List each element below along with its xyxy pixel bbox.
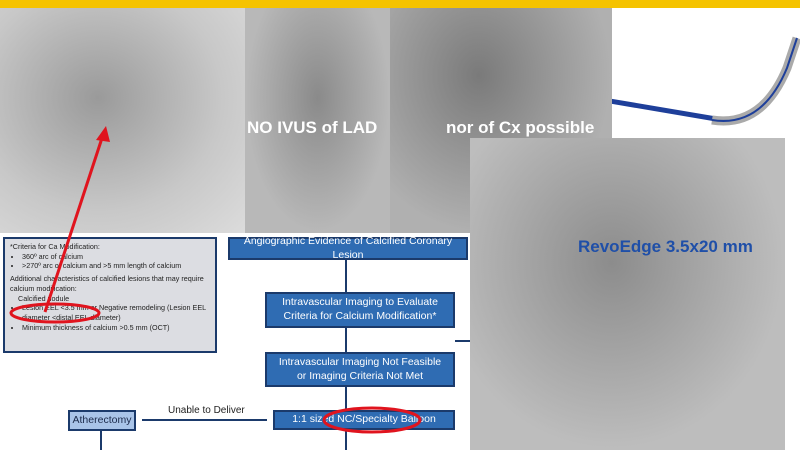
red-arrowhead [96, 126, 110, 142]
additional-item: Lesion EEL <3.5 mm or Negative remodelin… [22, 303, 210, 322]
angiogram-1 [0, 8, 245, 233]
flow-arrow [345, 430, 347, 450]
overlay-no-ivus-cx: nor of Cx possible [446, 118, 595, 137]
red-arrow [43, 134, 105, 313]
top-accent-bar [0, 0, 800, 8]
unable-to-deliver-label: Unable to Deliver [168, 405, 245, 416]
highlight-calcified-nodule [9, 302, 101, 324]
balloon-device-image [591, 8, 800, 138]
angiogram-2 [245, 8, 390, 233]
overlay-no-ivus-lad: NO IVUS of LAD [247, 118, 378, 137]
flow-arrow [345, 328, 347, 352]
flow-box-not-feasible: Intravascular Imaging Not Feasible or Im… [265, 352, 455, 387]
flow-arrow [100, 431, 102, 450]
flow-box-angiographic: Angiographic Evidence of Calcified Coron… [228, 235, 468, 261]
angiogram-revoedge [470, 138, 785, 450]
additional-title: Additional characteristics of calcified … [10, 274, 204, 293]
flow-box-atherectomy: Atherectomy [68, 410, 136, 431]
criteria-box: *Criteria for Ca Modification: 360º arc … [3, 237, 217, 353]
flow-line [455, 340, 470, 342]
flow-arrow-unable [142, 419, 267, 421]
additional-item: Calcified nodule [18, 293, 70, 303]
criteria-title: *Criteria for Ca Modification: [10, 242, 100, 251]
flow-box-imaging: Intravascular Imaging to Evaluate Criter… [265, 292, 455, 328]
criteria-item: >270º arc of calcium and >5 mm length of… [22, 261, 210, 271]
highlight-specialty-balloon [322, 406, 422, 434]
criteria-item: 360º arc of calcium [22, 252, 210, 262]
flow-box-balloon: 1:1 sized NC/Specialty Balloon [273, 410, 455, 430]
overlay-device-label: RevoEdge 3.5x20 mm [578, 237, 753, 256]
additional-item: Minimum thickness of calcium >0.5 mm (OC… [22, 323, 210, 333]
flow-arrow [345, 387, 347, 410]
flow-arrow [345, 260, 347, 292]
